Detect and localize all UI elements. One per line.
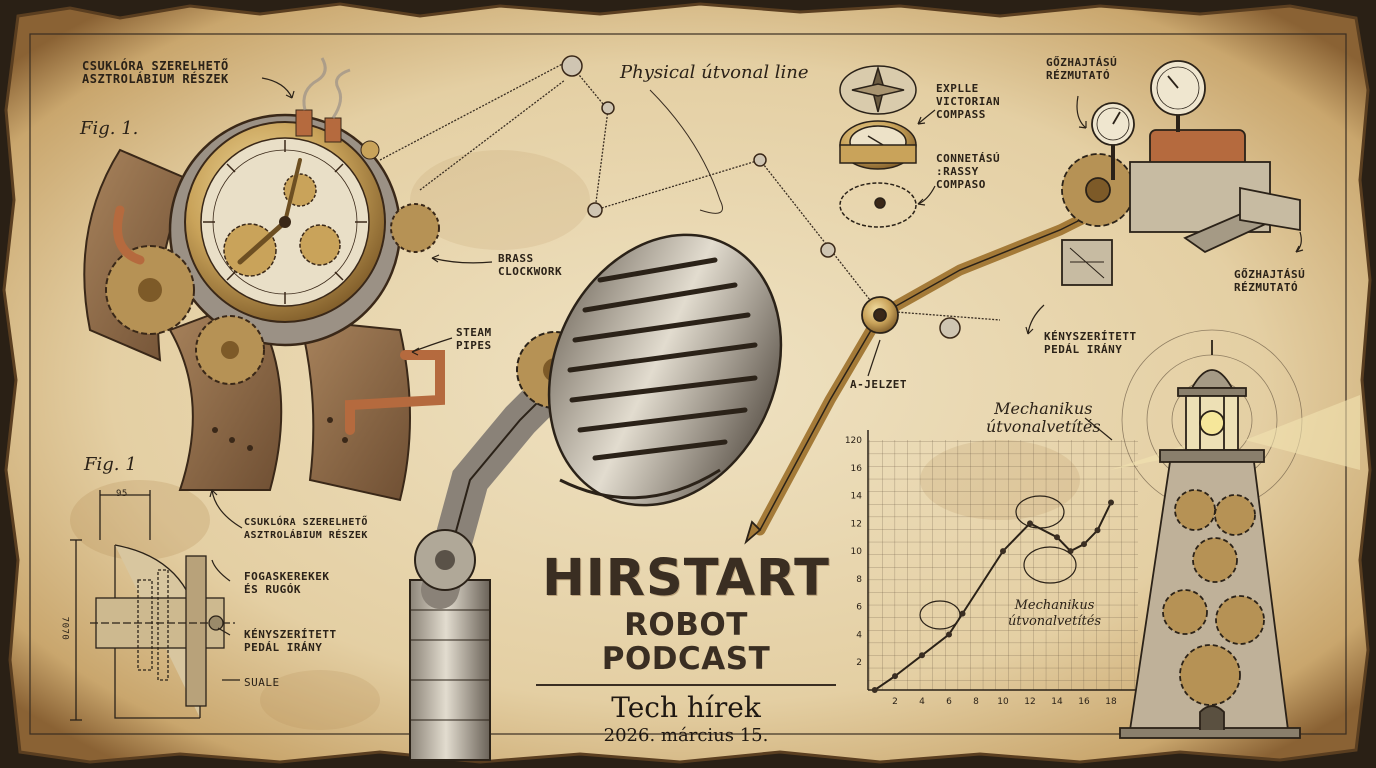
compass-stack (839, 65, 917, 228)
fig1-sectional-drawing (70, 490, 240, 721)
inner-border (29, 33, 1347, 735)
gears-springs-label: FOGASKEREKEK ÉS RUGÓK (244, 570, 330, 596)
podcast-date: 2026. március 15. (603, 725, 769, 746)
podcast-tagline: Tech hírek (611, 691, 761, 724)
steam-gauge-mechanism (744, 60, 1301, 545)
y-tick-label: 14 (851, 492, 863, 502)
route-point (1000, 548, 1006, 555)
scale-label: SUALE (244, 676, 280, 689)
connecting-compass-label: CONNETÁSÚ :RASSY COMPASO (936, 152, 1001, 191)
forced-pedal-label-right: KÉNYSZERÍTETT PEDÁL IRÁNY (1044, 330, 1137, 356)
forced-pedal-label-left: KÉNYSZERÍTETT PEDÁL IRÁNY (244, 628, 337, 654)
route-point (919, 652, 925, 659)
y-tick-label: 4 (856, 630, 862, 640)
route-point (959, 610, 966, 617)
route-chart: 2 4 6 8 10 12 14 16 18 2 4 6 8 10 12 14 16 120 (845, 430, 1140, 707)
route-point (1054, 534, 1060, 541)
y-tick-label: 2 (856, 658, 862, 668)
podcast-subtitle: ROBOT PODCAST (601, 607, 771, 677)
route-point (1081, 541, 1087, 548)
victorian-compass-label: EXPLLE VICTORIAN COMPASS (936, 82, 1001, 121)
y-tick-label: 120 (845, 436, 862, 446)
x-tick-label: 18 (1105, 697, 1117, 707)
steam-pipes-label: STEAM PIPES (456, 326, 492, 352)
podcast-title: HIRSTART (542, 549, 830, 608)
podcast-title-block: HIRSTART ROBOT PODCAST Tech hírek 2026. … (536, 552, 836, 748)
brass-clockwork-label: BRASS CLOCKWORK (498, 252, 563, 278)
x-tick-label: 2 (892, 697, 898, 707)
wrist-astrolabe-label-top: CSUKLÓRA SZERELHETŐ ASZTROLÁBIUM RÉSZEK (82, 59, 229, 86)
wrist-astrolabe-label-bottom: CSUKLÓRA SZERELHETŐ ASZTROLÁBIUM RÉSZEK (244, 517, 368, 541)
x-tick-label: 6 (946, 697, 952, 707)
x-tick-label: 12 (1024, 697, 1035, 707)
fig1-label-top: Fig. 1. (80, 118, 139, 139)
route-point (892, 673, 898, 680)
y-tick-label: 16 (851, 464, 863, 474)
route-point (871, 687, 878, 693)
route-point (1094, 527, 1101, 534)
steam-gauge-label-right: GŐZHAJTÁSÚ RÉZMUTATÓ (1234, 268, 1306, 294)
x-tick-label: 4 (919, 697, 925, 707)
dimension-vertical: 7070 (59, 616, 70, 641)
route-line (874, 502, 1112, 691)
route-point (1108, 499, 1114, 506)
y-tick-label: 12 (851, 519, 862, 529)
mech-projection-label-top: Mechanikus útvonalvetítés (986, 399, 1101, 436)
wrist-astrolabe-drawing (83, 57, 445, 502)
steam-gauge-label-top: GŐZHAJTÁSÚ RÉZMUTATÓ (1046, 56, 1118, 82)
x-tick-label: 16 (1078, 697, 1090, 707)
x-tick-label: 14 (1051, 697, 1063, 707)
title-divider (536, 684, 836, 686)
x-tick-label: 8 (973, 697, 979, 707)
fig1-label-bottom: Fig. 1 (84, 454, 137, 475)
y-tick-label: 6 (856, 603, 862, 613)
route-point (946, 631, 952, 638)
dimension-95: 95 (116, 489, 128, 499)
microphone-drawing (409, 233, 783, 761)
mech-projection-label-inner: Mechanikus útvonalvetítés (1008, 598, 1102, 629)
a-signal-label: A-JELZET (850, 378, 907, 391)
lighthouse-drawing (1110, 329, 1360, 739)
x-tick-label: 10 (997, 697, 1009, 707)
route-point (1027, 520, 1033, 527)
y-tick-label: 10 (851, 547, 863, 557)
y-tick-label: 8 (856, 575, 862, 585)
physical-route-label: Physical útvonal line (620, 62, 809, 83)
